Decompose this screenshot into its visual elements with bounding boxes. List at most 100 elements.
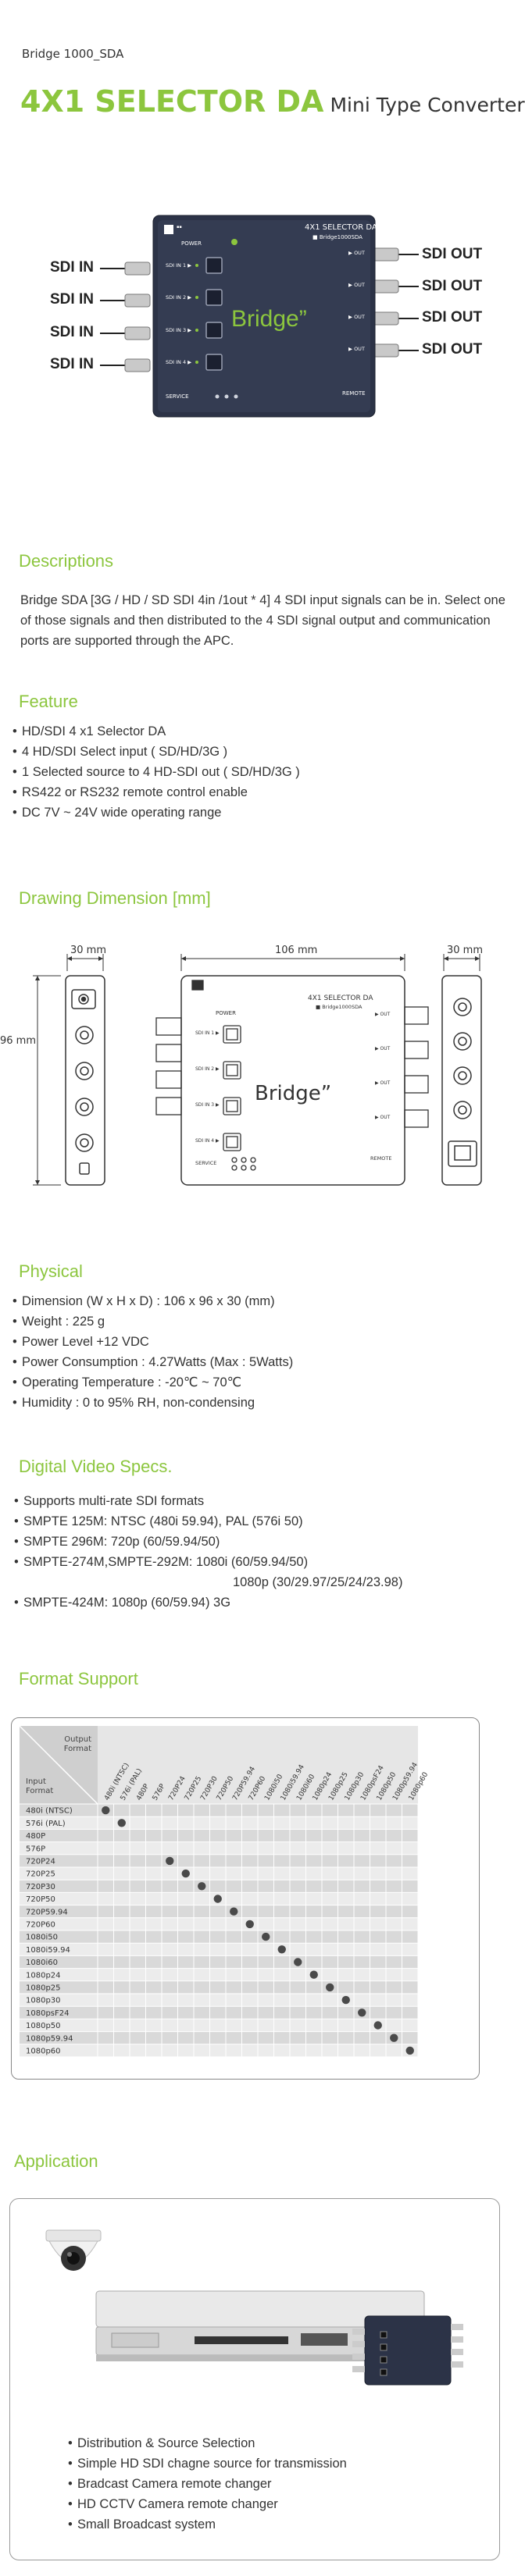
row-header: 720P24 [26, 1858, 55, 1866]
drawing-output-label: ▶ OUT [375, 1012, 391, 1017]
list-item: Power Consumption : 4.27Watts (Max : 5Wa… [12, 1352, 293, 1372]
converter-device-icon [352, 2315, 463, 2386]
row-header: 1080p24 [26, 1971, 61, 1980]
drawing-input-label: SDI IN 3 ▶ [195, 1102, 220, 1108]
table-row [20, 1804, 418, 1817]
list-item: SMPTE 296M: 720p (60/59.94/50) [14, 1532, 402, 1552]
drawing-remote-label: REMOTE [370, 1155, 392, 1162]
drawing-heading: Drawing Dimension [mm] [19, 888, 211, 908]
product-illustration: SDI IN SDI IN SDI IN SDI IN SDI OUT SDI … [0, 203, 516, 437]
column-header-band [98, 1726, 418, 1804]
application-box: Distribution & Source Selection Simple H… [9, 2198, 500, 2560]
descriptions-heading: Descriptions [19, 551, 114, 571]
corner-divider [19, 1725, 98, 1805]
support-dot [166, 1856, 174, 1866]
panel-model: 4X1 SELECTOR DA [305, 223, 377, 232]
drawing-input-label: SDI IN 2 ▶ [195, 1066, 220, 1072]
panel-model-sub: ■ Bridge1000SDA [312, 234, 362, 240]
list-item: SMPTE 125M: NTSC (480i 59.94), PAL (576i… [14, 1511, 402, 1532]
support-dot [213, 1895, 222, 1903]
list-item: 1 Selected source to 4 HD-SDI out ( SD/H… [12, 762, 300, 782]
row-header: 1080psF24 [26, 2009, 69, 2018]
application-heading: Application [14, 2151, 98, 2171]
output-label: SDI OUT [422, 246, 483, 262]
dimension-label: 30 mm [447, 945, 484, 956]
list-item: Power Level +12 VDC [12, 1332, 293, 1352]
drawing-input-label: SDI IN 1 ▶ [195, 1030, 220, 1036]
dimension-drawing-lines [33, 954, 482, 1186]
input-label: SDI IN [50, 291, 94, 308]
row-header: 1080i50 [26, 1934, 58, 1942]
row-header: 1080i60 [26, 1959, 58, 1967]
row-header: 1080p30 [26, 1997, 61, 2005]
table-row [20, 1905, 418, 1918]
support-dot [309, 1970, 318, 1979]
support-dot [390, 2033, 398, 2042]
support-dot [245, 1920, 254, 1929]
panel-input-label: SDI IN 3 ▶ [166, 327, 192, 333]
output-label: SDI OUT [422, 341, 483, 358]
table-row [20, 1994, 418, 2007]
input-label: SDI IN [50, 259, 94, 276]
feature-list: HD/SDI 4 x1 Selector DA 4 HD/SDI Select … [12, 721, 300, 823]
table-row [20, 1917, 418, 1930]
table-row [20, 1854, 418, 1867]
panel-service-label: SERVICE [166, 393, 189, 400]
list-item: 4 HD/SDI Select input ( SD/HD/3G ) [12, 742, 300, 762]
table-row [20, 2019, 418, 2032]
table-row [20, 1867, 418, 1880]
drawing-output-label: ▶ OUT [375, 1080, 391, 1086]
device-front-panel [100, 215, 419, 418]
dimension-label: 106 mm [275, 945, 318, 956]
list-item: Supports multi-rate SDI formats [14, 1491, 402, 1511]
row-header: 720P60 [26, 1921, 55, 1930]
dimension-label: 30 mm [70, 945, 107, 956]
row-header: 1080p59.94 [26, 2034, 73, 2043]
support-dot [277, 1945, 286, 1954]
title-subtitle: Mini Type Converter [330, 94, 525, 116]
table-row [20, 1955, 418, 1969]
list-item: Humidity : 0 to 95% RH, non-condensing [12, 1393, 293, 1413]
output-label: SDI OUT [422, 309, 483, 326]
drawing-output-label: ▶ OUT [375, 1046, 391, 1051]
row-header: 576i (PAL) [26, 1820, 66, 1828]
list-item: SMPTE-274M,SMPTE-292M: 1080i (60/59.94/5… [14, 1552, 402, 1572]
support-dot [326, 1983, 334, 1992]
list-item: Bradcast Camera remote changer [68, 2474, 347, 2494]
drawing-output-label: ▶ OUT [375, 1115, 391, 1120]
dimension-label: 96 mm [0, 1035, 37, 1047]
row-header: 480i (NTSC) [26, 1807, 73, 1816]
support-dot [405, 2046, 414, 2055]
drawing-panel-model: 4X1 SELECTOR DA [308, 994, 373, 1002]
drawing-service-label: SERVICE [195, 1160, 217, 1166]
descriptions-text: Bridge SDA [3G / HD / SD SDI 4in /1out *… [20, 593, 505, 648]
format-heading: Format Support [19, 1669, 138, 1688]
panel-input-label: SDI IN 2 ▶ [166, 294, 192, 301]
table-row [20, 1943, 418, 1956]
continuation-text: 1080p (30/29.97/25/24/23.98) [233, 1575, 403, 1589]
drawing-power-label: POWER [216, 1010, 236, 1016]
support-dot [373, 2021, 382, 2030]
list-item: Distribution & Source Selection [68, 2433, 347, 2453]
support-dot [181, 1869, 190, 1878]
table-row [20, 2031, 418, 2044]
row-header: 720P50 [26, 1895, 55, 1904]
table-row [20, 1980, 418, 1994]
row-header: 720P25 [26, 1870, 55, 1879]
panel-output-label: ▶ OUT [348, 250, 365, 256]
list-item: HD CCTV Camera remote changer [68, 2494, 347, 2514]
input-label: SDI IN [50, 324, 94, 340]
list-item: Operating Temperature : -20℃ ~ 70℃ [12, 1372, 293, 1393]
support-dot [230, 1907, 238, 1916]
row-header: 480P [26, 1832, 45, 1841]
table-row [20, 1880, 418, 1893]
output-label: SDI OUT [422, 278, 483, 294]
feature-heading: Feature [19, 692, 78, 711]
row-header: 720P30 [26, 1883, 55, 1891]
list-item: HD/SDI 4 x1 Selector DA [12, 721, 300, 742]
table-row [20, 1968, 418, 1981]
